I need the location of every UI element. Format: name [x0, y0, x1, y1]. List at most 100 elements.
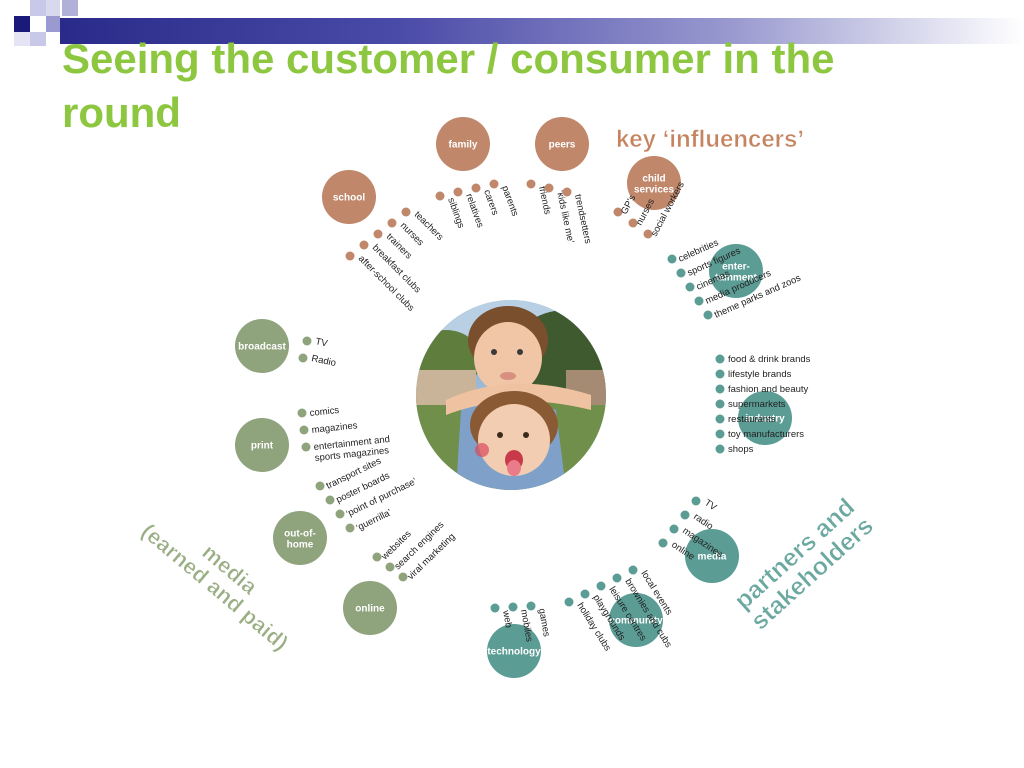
category-circle-community	[609, 593, 663, 647]
corner-square-1	[14, 16, 30, 32]
item-dot	[297, 408, 307, 418]
category-label-media-partner: media	[698, 552, 727, 563]
category-circle-family	[436, 117, 490, 171]
item-dot	[715, 399, 725, 409]
item-dot	[612, 573, 622, 583]
corner-square-3	[46, 0, 60, 16]
category-label-print: print	[251, 441, 274, 452]
item-dot	[680, 510, 690, 520]
item-dot	[715, 429, 725, 439]
item-dot	[596, 581, 606, 591]
item-dot	[715, 369, 725, 379]
item-dot	[298, 353, 308, 363]
item-dot	[453, 187, 463, 197]
category-circle-school	[322, 170, 376, 224]
item-dot	[715, 384, 725, 394]
item-label: carers	[481, 188, 500, 217]
category-circle-industry	[738, 391, 792, 445]
item-label: siblings	[445, 196, 466, 230]
item-dot	[703, 310, 713, 320]
category-label-broadcast: broadcast	[238, 342, 286, 353]
item-label: web	[500, 609, 514, 629]
item-dot	[676, 268, 686, 278]
item-dot	[643, 229, 653, 239]
item-dot	[564, 597, 574, 607]
category-label-technology: technology	[487, 647, 541, 658]
item-label: TV	[702, 497, 719, 513]
item-dot	[359, 240, 369, 250]
corner-square-7	[46, 16, 60, 32]
item-dot	[373, 229, 383, 239]
category-circle-print	[235, 418, 289, 472]
category-label-online: online	[355, 604, 385, 615]
item-dot	[580, 589, 590, 599]
section-label-influencers: key ‘influencers’	[616, 126, 804, 153]
item-label: restaurants	[728, 414, 776, 425]
section-label-partners: partners andstakeholders	[728, 492, 879, 636]
children-photo	[416, 300, 606, 490]
item-dot	[387, 218, 397, 228]
item-dot	[562, 187, 572, 197]
category-label-school: school	[333, 193, 365, 204]
item-dot	[315, 481, 325, 491]
item-dot	[628, 218, 638, 228]
corner-square-6	[14, 32, 30, 46]
category-circle-broadcast	[235, 319, 289, 373]
item-dot	[691, 496, 701, 506]
item-dot	[715, 414, 725, 424]
item-label: Radio	[310, 353, 337, 369]
item-dot	[715, 444, 725, 454]
item-label: magazines	[311, 420, 358, 436]
corner-square-5	[30, 32, 46, 46]
item-dot	[345, 251, 355, 261]
group-industry: industry food & drink brands lifestyle bra…	[715, 354, 811, 455]
children-photo-art	[416, 300, 606, 490]
category-circle-entertainment	[709, 244, 763, 298]
item-dot	[385, 562, 395, 572]
category-label-out-of-home: out-of-home	[284, 529, 316, 551]
item-dot	[401, 207, 411, 217]
category-label-peers: peers	[549, 140, 576, 151]
item-label: TV	[314, 336, 329, 349]
category-circle-child-services	[627, 156, 681, 210]
item-label: parents	[499, 184, 520, 218]
item-dot	[669, 524, 679, 534]
item-dot	[335, 509, 345, 519]
item-dot	[398, 572, 408, 582]
item-dot	[526, 601, 536, 611]
item-dot	[325, 495, 335, 505]
category-circle-peers	[535, 117, 589, 171]
item-label: food & drink brands	[728, 354, 811, 365]
item-dot	[345, 523, 355, 533]
corner-square-4	[62, 0, 78, 16]
category-label-family: family	[449, 140, 478, 151]
slide-title: Seeing the customer / consumer in the ro…	[62, 35, 835, 136]
item-dot	[613, 207, 623, 217]
category-label-community: community	[609, 616, 663, 627]
item-dot	[715, 354, 725, 364]
item-label: lifestyle brands	[728, 369, 792, 380]
item-dot	[301, 442, 311, 452]
group-broadcast: broadcast TV Radio	[235, 319, 337, 373]
item-dot	[508, 602, 518, 612]
item-dot	[302, 336, 312, 346]
item-dot	[544, 183, 554, 193]
item-dot	[694, 296, 704, 306]
category-circle-media-partner	[685, 529, 739, 583]
item-label: fashion and beauty	[728, 384, 809, 395]
category-label-industry: industry	[745, 414, 785, 425]
item-dot	[299, 425, 309, 435]
item-label: supermarkets	[728, 399, 786, 410]
category-circle-technology	[487, 624, 541, 678]
item-dot	[372, 552, 382, 562]
